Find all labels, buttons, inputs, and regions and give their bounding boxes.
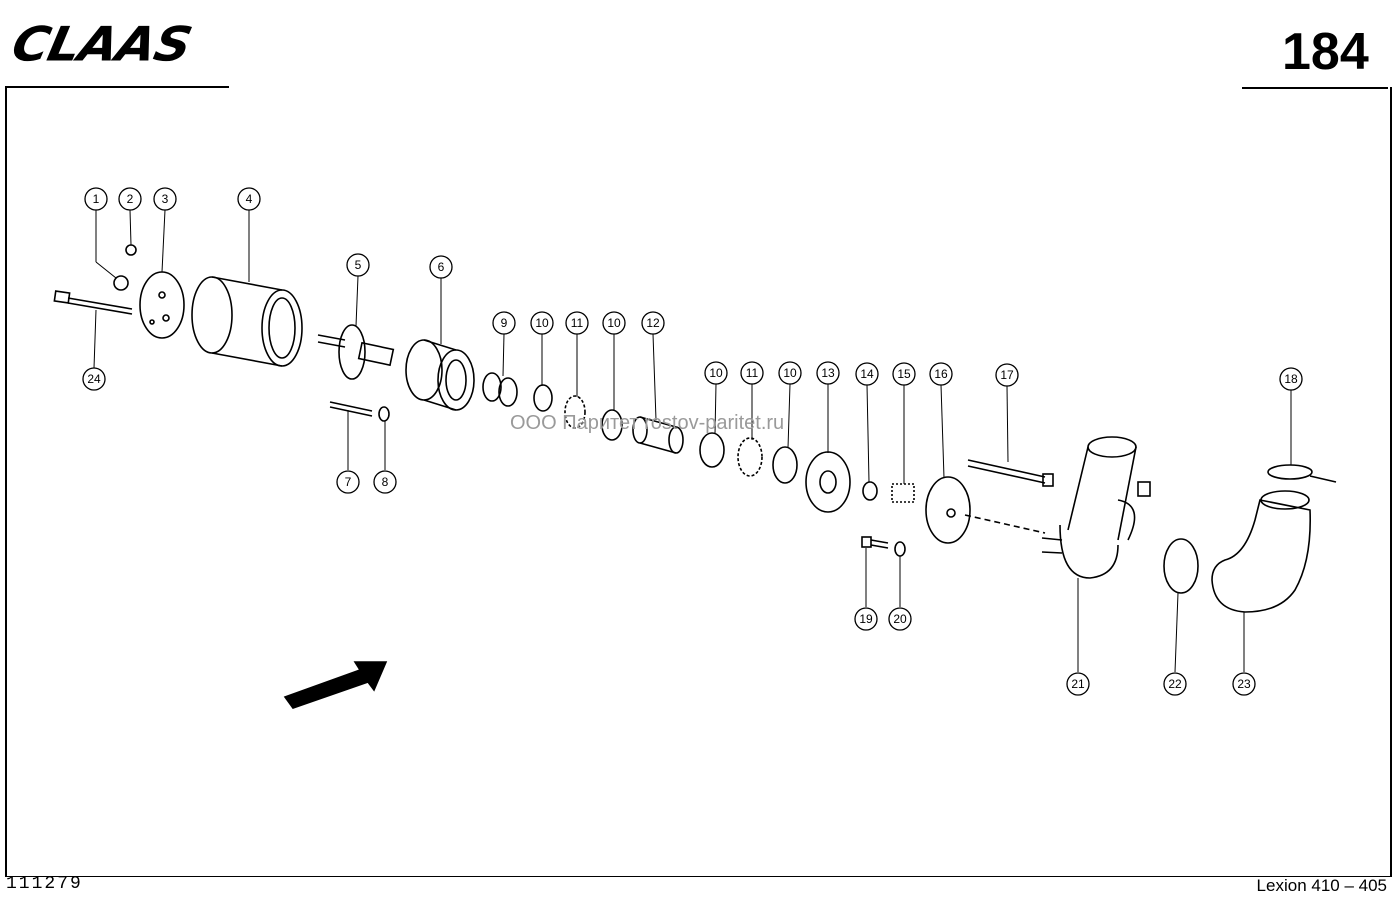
callout-12: 12	[641, 311, 665, 335]
svg-text:5: 5	[355, 258, 362, 272]
svg-text:10: 10	[709, 366, 723, 380]
svg-text:1: 1	[93, 192, 100, 206]
page-number: 184	[1282, 23, 1369, 81]
header-rule-right	[1242, 87, 1388, 89]
svg-text:15: 15	[897, 367, 911, 381]
callout-3: 3	[153, 187, 177, 211]
part-1-nut	[113, 275, 129, 291]
svg-text:9: 9	[501, 316, 508, 330]
callout-4: 4	[237, 187, 261, 211]
svg-text:13: 13	[821, 366, 835, 380]
part-4-sleeve	[191, 276, 303, 367]
callout-10c: 10	[704, 361, 728, 385]
svg-text:10: 10	[783, 366, 797, 380]
callout-20: 20	[888, 607, 912, 631]
part-21-motor	[1041, 436, 1151, 579]
callout-8: 8	[373, 470, 397, 494]
part-9-bushing	[482, 372, 518, 407]
callout-6: 6	[429, 255, 453, 279]
callout-16: 16	[929, 362, 953, 386]
part-10-ring-b	[601, 409, 623, 441]
svg-text:10: 10	[535, 316, 549, 330]
svg-text:16: 16	[934, 367, 948, 381]
svg-text:11: 11	[571, 316, 584, 330]
svg-text:22: 22	[1168, 677, 1182, 691]
svg-text:11: 11	[746, 366, 759, 380]
part-11-bearing-a	[564, 395, 586, 429]
svg-text:24: 24	[87, 372, 101, 386]
part-12-shaft	[632, 416, 684, 454]
header-rule-left	[5, 86, 229, 88]
svg-text:19: 19	[859, 612, 873, 626]
callout-11b: 11	[740, 361, 764, 385]
callout-23: 23	[1232, 672, 1256, 696]
callout-14: 14	[855, 362, 879, 386]
frame-bottom-border	[5, 876, 1392, 877]
callout-11a: 11	[565, 311, 589, 335]
callout-21: 21	[1066, 672, 1090, 696]
callout-1: 1	[84, 187, 108, 211]
part-14-ring	[862, 481, 878, 501]
frame-left-border	[5, 87, 7, 877]
svg-text:7: 7	[345, 475, 352, 489]
part-19-screw	[861, 536, 889, 549]
part-2-nut	[125, 244, 137, 256]
callout-10d: 10	[778, 361, 802, 385]
svg-text:8: 8	[382, 475, 389, 489]
part-24-bolt	[53, 290, 133, 315]
part-5-flange-shaft	[317, 324, 395, 380]
part-22-clamp	[1163, 538, 1199, 594]
callout-10b: 10	[602, 311, 626, 335]
part-20-washer	[894, 541, 906, 557]
callout-7: 7	[336, 470, 360, 494]
svg-text:4: 4	[246, 192, 253, 206]
callout-24: 24	[82, 367, 106, 391]
callout-19: 19	[854, 607, 878, 631]
svg-text:10: 10	[607, 316, 621, 330]
callout-bubbles: 1 2 3 4 5 6 7 8 9 10 11 10 12 10 11 10 1…	[82, 187, 1303, 696]
svg-text:6: 6	[438, 260, 445, 274]
direction-arrow-icon	[283, 661, 388, 709]
part-10-ring-c	[699, 432, 725, 468]
callout-17: 17	[995, 363, 1019, 387]
svg-text:21: 21	[1071, 677, 1085, 691]
part-11-bearing-b	[737, 437, 763, 477]
callout-2: 2	[118, 187, 142, 211]
part-8-washer	[378, 406, 390, 422]
part-18-hose-clamp	[1267, 464, 1337, 483]
callout-10a: 10	[530, 311, 554, 335]
svg-text:23: 23	[1237, 677, 1251, 691]
drawing-number: 111279	[6, 874, 83, 894]
svg-text:2: 2	[127, 192, 134, 206]
svg-text:20: 20	[893, 612, 907, 626]
part-6-housing	[405, 339, 475, 411]
callout-13: 13	[816, 361, 840, 385]
callout-22: 22	[1163, 672, 1187, 696]
part-10-ring-d	[772, 446, 798, 484]
callout-9: 9	[492, 311, 516, 335]
part-10-ring-a	[533, 384, 553, 412]
part-17-bolt	[967, 459, 1054, 487]
part-7-bolt	[329, 401, 373, 417]
part-3-end-cover	[139, 271, 185, 339]
leader-lines	[93, 209, 1292, 673]
svg-text:18: 18	[1284, 372, 1298, 386]
part-15-needle-bearing	[891, 483, 915, 503]
svg-text:14: 14	[860, 367, 874, 381]
callout-15: 15	[892, 362, 916, 386]
part-16-motor-flange	[925, 476, 1046, 544]
svg-text:3: 3	[162, 192, 169, 206]
machine-model: Lexion 410 – 405	[1256, 876, 1387, 895]
svg-text:12: 12	[646, 316, 660, 330]
watermark-text: ООО Паритет rostov-paritet.ru	[510, 412, 785, 434]
part-23-elbow-hose	[1211, 490, 1312, 613]
callout-5: 5	[346, 253, 370, 277]
frame-right-border	[1390, 87, 1392, 877]
callout-18: 18	[1279, 367, 1303, 391]
part-13-flange-plate	[805, 451, 851, 513]
svg-text:17: 17	[1000, 368, 1014, 382]
